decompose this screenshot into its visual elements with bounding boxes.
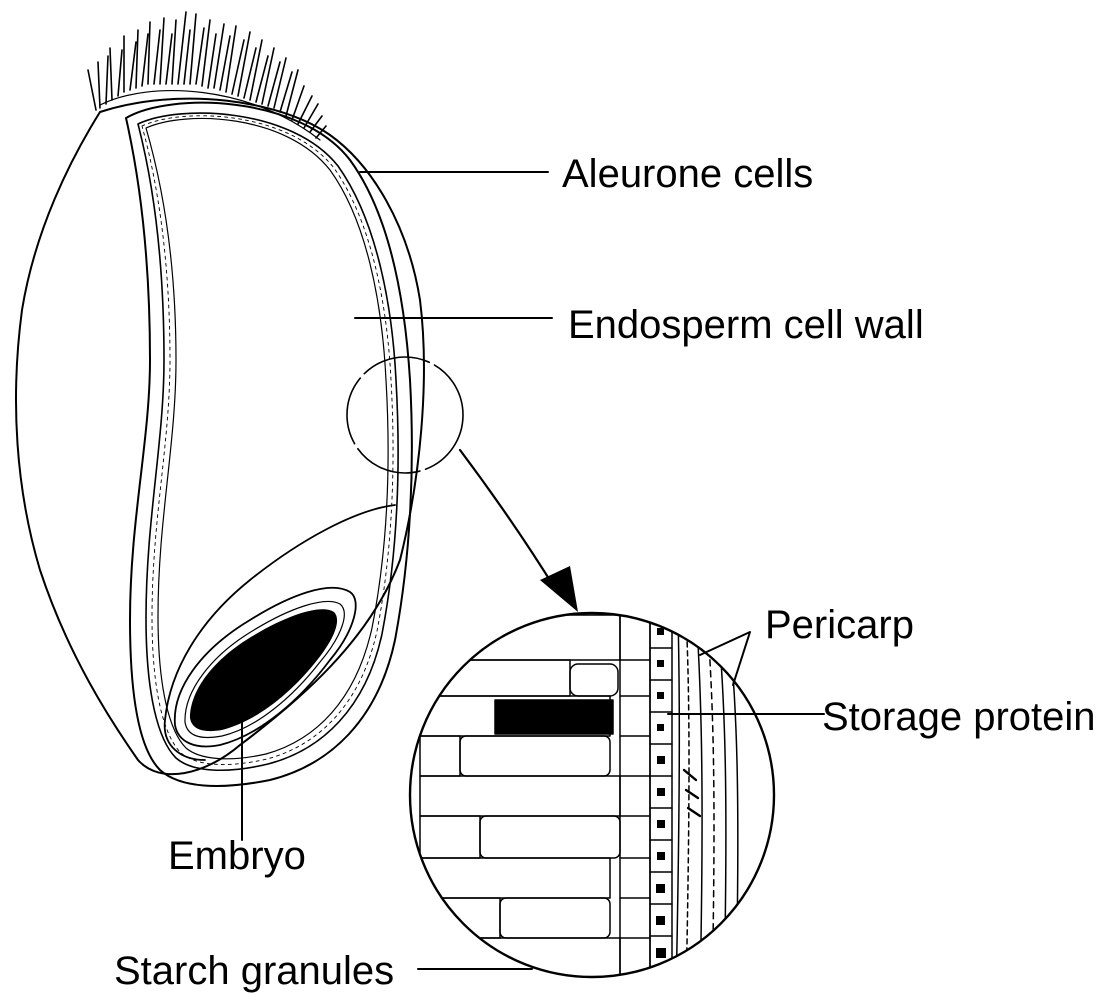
zoom-circle [410,600,774,995]
leader-pericarp [700,632,750,685]
magnifier-circle [347,357,463,473]
label-starch-granules: Starch granules [114,951,394,991]
zoom-arrow [460,450,578,612]
grain-hairs [88,12,326,140]
label-storage-protein: Storage protein [822,697,1096,737]
label-embryo: Embryo [168,836,306,876]
label-aleurone-cells: Aleurone cells [562,154,813,194]
label-endosperm-cell-wall: Endosperm cell wall [568,305,924,345]
label-pericarp: Pericarp [765,605,914,645]
